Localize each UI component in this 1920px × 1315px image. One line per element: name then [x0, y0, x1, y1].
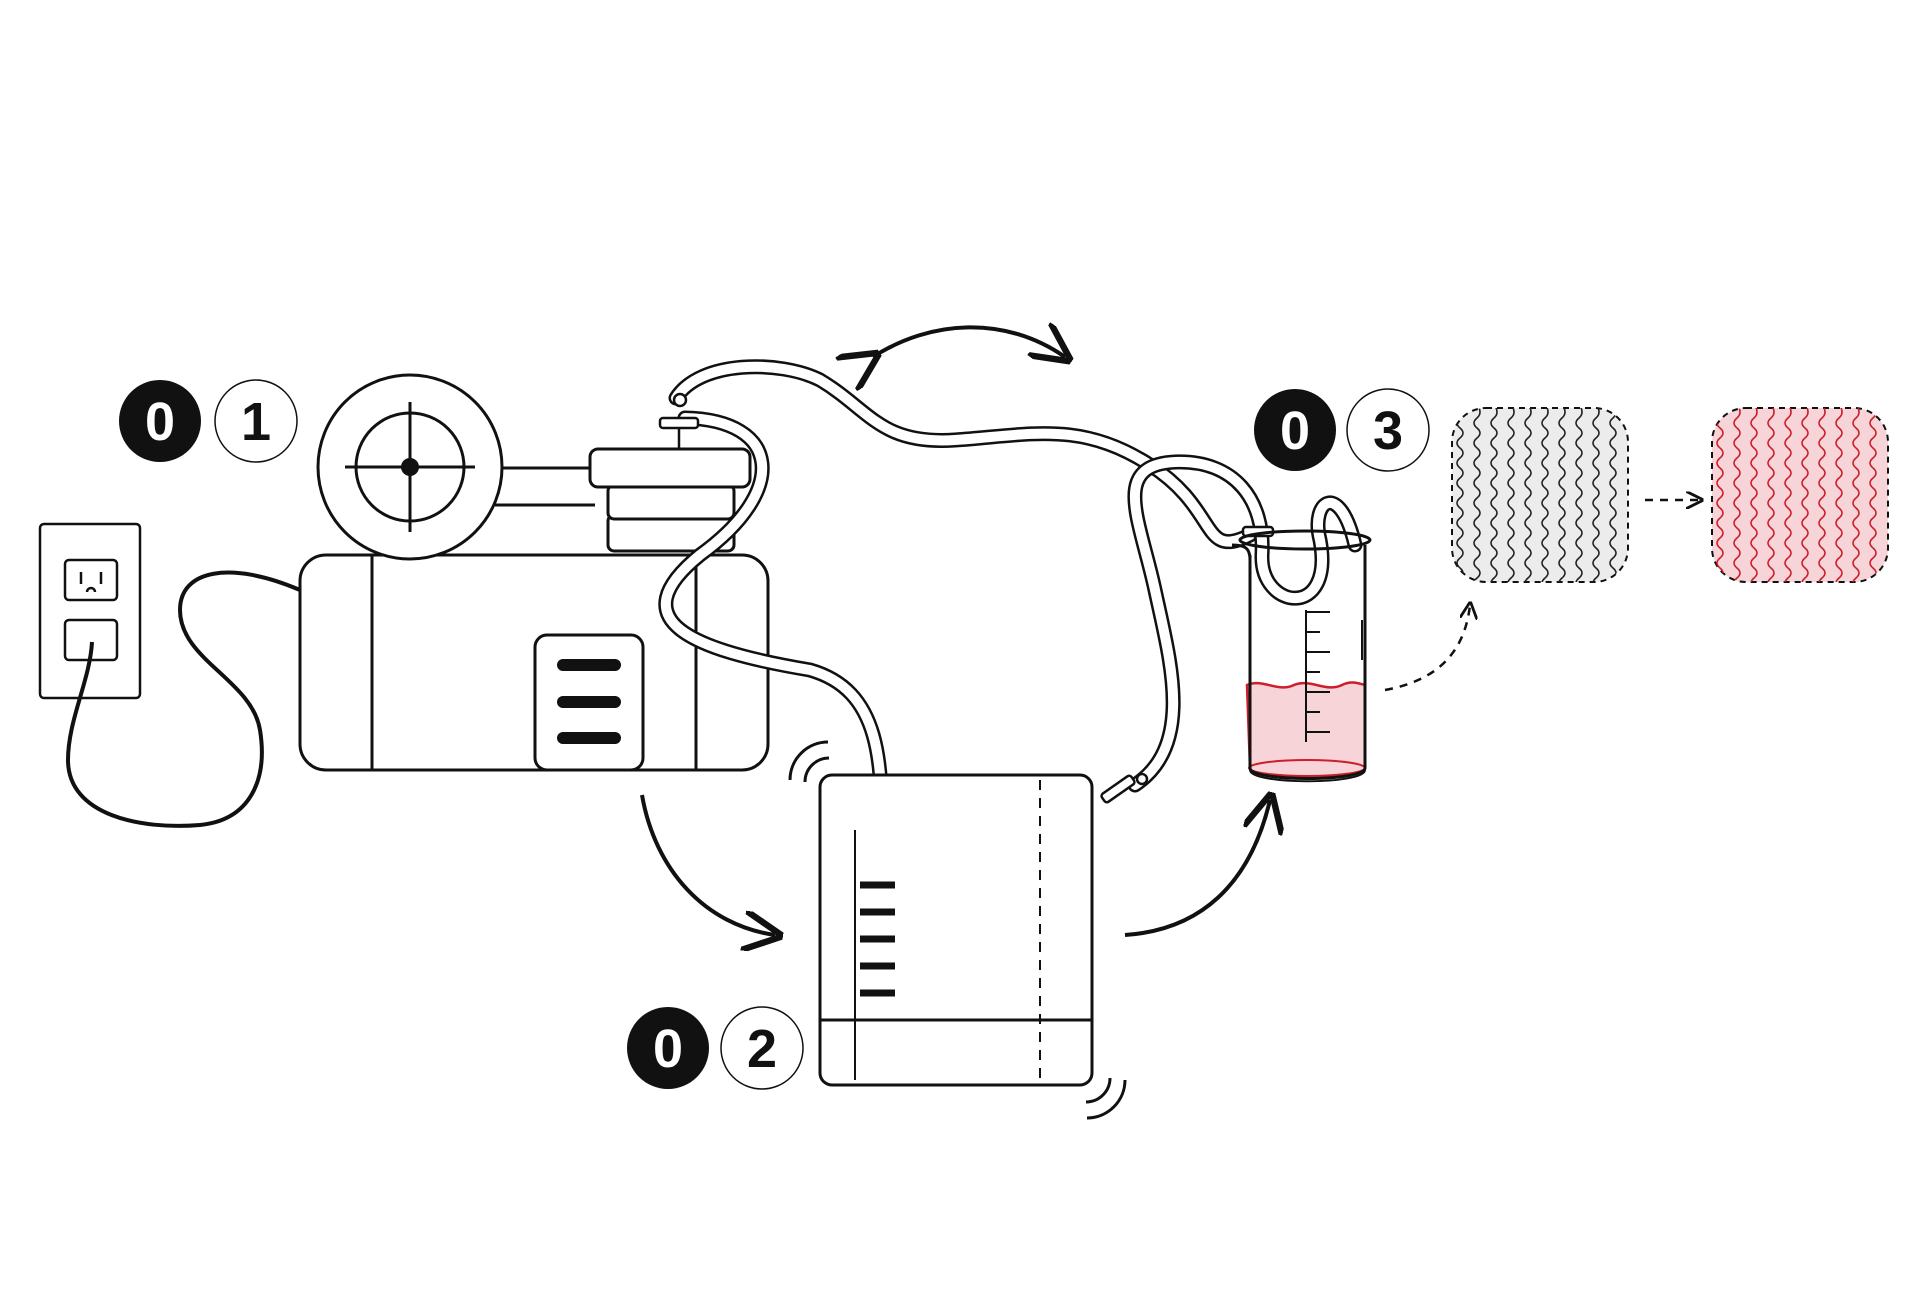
- pump-vent-slots: [557, 659, 621, 744]
- tissue-fibre: [1490, 408, 1498, 582]
- wall-outlet: [38, 522, 142, 700]
- stained-tissue-tile: [1711, 407, 1889, 583]
- svg-text:2: 2: [747, 1019, 777, 1079]
- tissue-fibre: [1473, 408, 1481, 582]
- container-scale-marks: [860, 881, 895, 997]
- pressure-gauge: [316, 373, 504, 561]
- tissue-fibre: [1524, 408, 1532, 582]
- tissue-fibre: [1818, 408, 1826, 582]
- tissue-fibre: [1558, 408, 1566, 582]
- pump-connector-bars: [495, 466, 595, 507]
- tubing-container-to-beaker: [1127, 454, 1363, 793]
- swing-arrow: [873, 327, 1065, 357]
- tissue-fibre: [1507, 408, 1515, 582]
- tissue-fibre: [1575, 408, 1583, 582]
- svg-text:0: 0: [145, 392, 175, 452]
- arrow-pump-to-container: [640, 794, 775, 935]
- svg-text:0: 0: [1280, 401, 1310, 461]
- vibration-marks-bottom: [1085, 1077, 1127, 1120]
- svg-text:1: 1: [241, 392, 271, 452]
- tubing-pump-to-beaker: [668, 359, 1258, 550]
- arrow-beaker-to-tissue: [1384, 605, 1470, 692]
- arrow-container-to-beaker: [1124, 800, 1270, 937]
- pump-cylinder-stack: [588, 447, 752, 553]
- tissue-sample-tile: [1451, 407, 1629, 583]
- tubing-pump-to-container: [658, 410, 889, 868]
- vibration-marks-top: [788, 740, 830, 783]
- tissue-fibre: [1835, 408, 1843, 582]
- tissue-fibre: [1784, 408, 1792, 582]
- beaker-graduations: [1305, 610, 1363, 742]
- collection-container: [818, 773, 1094, 1087]
- beaker: [1231, 529, 1372, 783]
- pump-unit: [298, 553, 770, 772]
- hose-connector-side: [1100, 772, 1149, 804]
- step-01-badge: 0 1: [119, 379, 298, 463]
- tissue-fibre: [1541, 408, 1549, 582]
- step-02-badge: 0 2: [627, 1006, 804, 1090]
- power-cord: [65, 570, 301, 828]
- tissue-fibre: [1767, 408, 1775, 582]
- tissue-fibre: [1592, 408, 1600, 582]
- step-03-badge: 0 3: [1254, 388, 1430, 472]
- svg-text:0: 0: [653, 1019, 683, 1079]
- tissue-fibre: [1801, 408, 1809, 582]
- hose-connector-top: [658, 392, 700, 448]
- svg-text:3: 3: [1373, 401, 1403, 461]
- tissue-fibre: [1852, 408, 1860, 582]
- tissue-fibre: [1750, 408, 1758, 582]
- tissue-fibre: [1733, 408, 1741, 582]
